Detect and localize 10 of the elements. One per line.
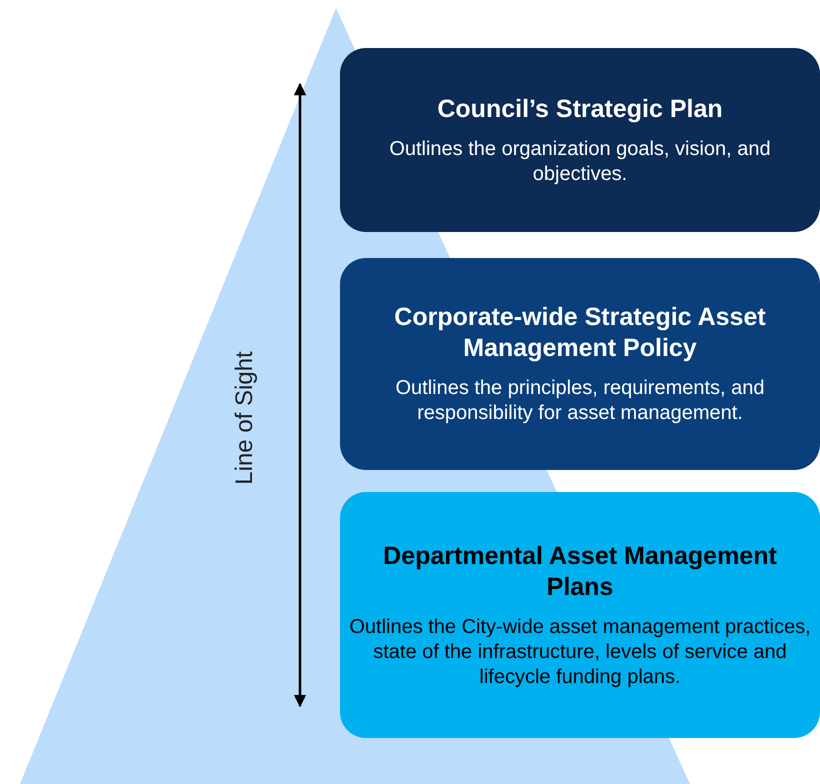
box-description: Outlines the organization goals, vision, and objectives.	[388, 136, 772, 186]
process-box	[340, 492, 820, 738]
box-description: Outlines the City-wide asset management practices, state of the infrastructure, levels of service and lifecycle funding plans.	[348, 614, 812, 690]
box-heading: Corporate-wide Strategic Asset Management Policy	[393, 302, 767, 364]
box-heading: Departmental Asset Management Plans	[382, 540, 778, 602]
process-box	[340, 48, 820, 232]
axis-label: Line of Sight	[231, 351, 259, 485]
box-description: Outlines the principles, requirements, and responsibility for asset management.	[394, 376, 766, 426]
box-heading: Council’s Strategic Plan	[437, 94, 723, 124]
process-box	[340, 258, 820, 470]
